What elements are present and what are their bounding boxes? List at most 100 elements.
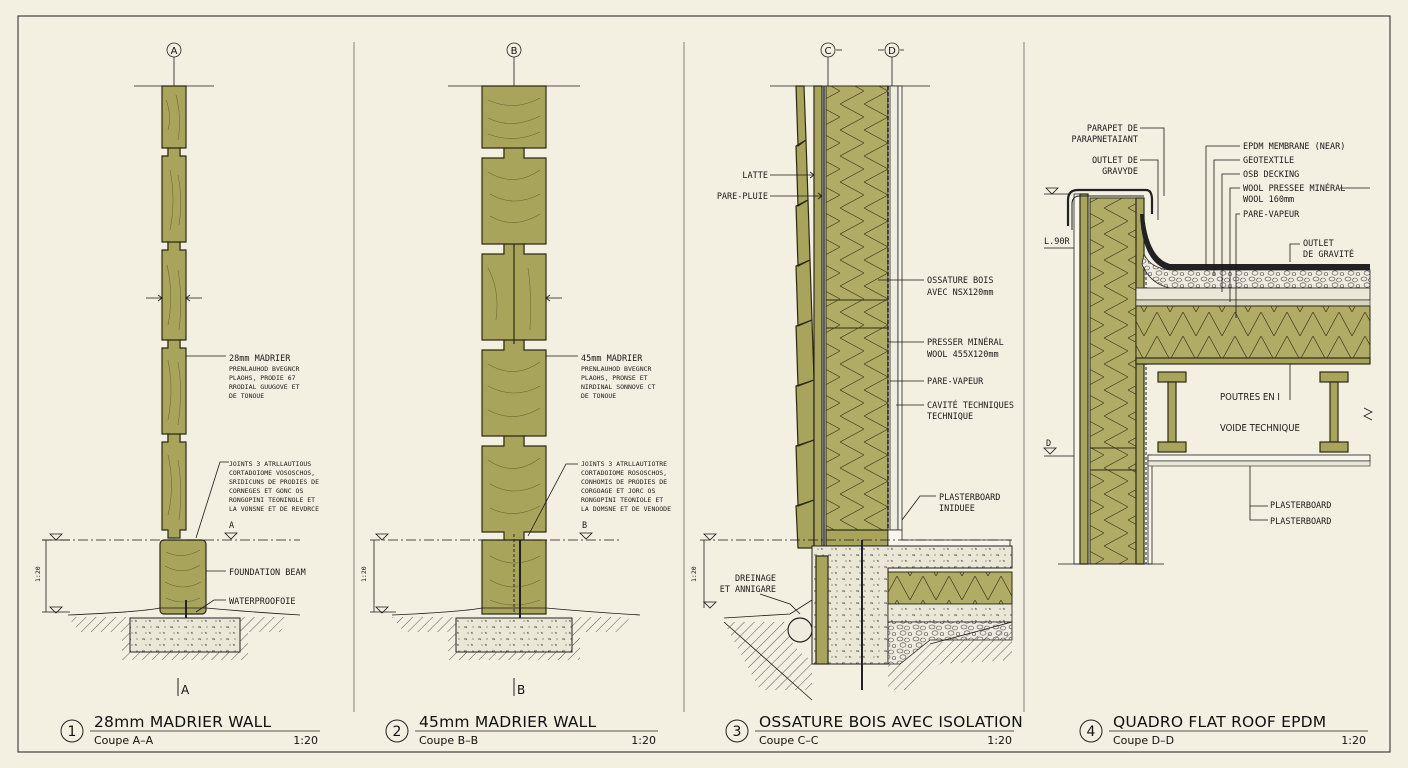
detail-1-28mm-madrier-wall: A 1:20 A A 28mm MADRIER PRENLAUHOD [34,42,320,747]
note-waterproof: WATERPROOFOIE [229,597,296,607]
drawing-label: C [825,46,832,57]
cladding-boards [795,85,815,549]
drawing-label: PLAOHS, PRODIE 67 [229,374,296,382]
batten [813,85,823,557]
drawing-label: SRIDICUNS DE PRODIES DE [229,478,319,486]
i-joist [1319,371,1349,453]
drawing-label: DREINAGE [735,574,776,584]
drawing-label: DE TONOUE [229,392,264,400]
note-epdm: EPDM MEMBRANE (NEAR) [1243,142,1345,152]
drawing-label: PARAPNETAIANT [1071,135,1138,145]
drawing-label: ET ANNIGARE [720,585,776,595]
note-latte: LATTE [742,171,768,181]
epdm-membrane [1140,214,1370,270]
drawing-label: TECHNIQUE [927,412,973,422]
note-joints: JOINTS 3 ATRLLAUTIOUS [229,460,311,468]
drawing-label: PRENLAUHOD BVEGNCR [581,365,652,373]
drawing-label: B [511,46,518,57]
note-voide: VOIDE TECHNIQUE [1220,423,1300,434]
drawing-label: OSB DECKING [1243,170,1299,180]
detail-title: 28mm MADRIER WALL [94,713,272,731]
cut-label: A [229,521,234,531]
drawing-label: 1:20 [1341,734,1366,747]
ground-hatch [68,617,290,660]
note-madrier-title: 28mm MADRIER [229,354,291,364]
detail-2-45mm-madrier-wall: B 1:20 B B 45mm MADRIER PRENLAUHOD BVEGN… [360,42,671,747]
madrier-log [161,147,187,251]
roof-insulation [1135,305,1371,359]
footing [129,617,241,653]
note-madrier-title: 45mm MADRIER [581,354,643,364]
madrier-log [481,435,547,543]
note-pare-vapeur: PARE-VAPEUR [927,377,984,387]
madrier-log [161,433,187,539]
drawing-label: PRENLAUHOD BVEGNCR [229,365,300,373]
drawing-label: LA VONSNE ET DE REVDRCE [229,505,319,513]
note-pare-pluie: PARE-PLUIE [717,192,768,202]
floor-insulation [887,571,1013,605]
drawing-label: 1:20 [987,734,1012,747]
drawing-label: B [582,521,587,531]
level-scale: 1:20 [34,566,42,582]
drawing-label: OSSATURE BOIS [927,276,994,286]
drawing-label: 4 [1087,724,1096,740]
detail-4-quadro-flat-roof: L.90R D PARAPET DE PARAPNETAIANT OUTLET … [1043,124,1373,747]
drawing-label: CORTADOIOME ROSOSCHOS, [581,469,667,477]
detail-number-bubble [60,719,84,743]
parapet-flashing [1066,188,1154,226]
drawing-label: RRODIAL GUUGOVE ET [229,383,300,391]
technical-cavity [889,85,899,531]
detail-title: OSSATURE BOIS AVEC ISOLATION [759,713,1023,731]
drawing-label: PLASTERBOARD [1270,501,1331,511]
plasterboard [897,85,903,531]
drawing-label: PARE-VAPEUR [1243,210,1300,220]
drawing-label: PLAOHS, PRONSE ET [581,374,648,382]
detail-scale: 1:20 [293,734,318,747]
drawing-label: WOOL PRESSEE MINÉRAL [1243,182,1345,194]
detail-number-bubble [385,719,409,743]
mineral-wool [825,85,889,531]
madrier-log [161,339,187,443]
detail-title: 45mm MADRIER WALL [419,713,597,731]
drawing-label: A [181,683,190,697]
foundation-beam [159,539,207,615]
drawing-label: 1 [68,724,77,740]
drawing-label: OUTLET [1303,239,1334,249]
drawing-label: CAVITÉ TECHNIQUES [927,399,1014,411]
wall-insulation [1089,197,1137,565]
drawing-label: PLASTERBOARD [1270,517,1331,527]
detail-title: QUADRO FLAT ROOF EPDM [1113,713,1326,731]
note-poutres: POUTRES EN I [1220,392,1280,403]
osb-decking [1135,287,1371,301]
drawing-label: B [517,683,525,697]
drawing-label: D [888,46,896,57]
drawing-label: DE GRAVITÉ [1303,248,1354,260]
drawing-label: GEOTEXTILE [1243,156,1294,166]
drawing-label: CONHOMIS DE PRODIES DE [581,478,667,486]
drawing-label: RONGOPINI TEONIOLE ET [581,496,663,504]
plasterboard-ceiling [1147,454,1371,462]
madrier-log [161,241,187,349]
madrier-log [161,85,187,157]
drawing-label: PLASTERBOARD [939,493,1000,503]
madrier-log [481,85,547,159]
note-foundation: FOUNDATION BEAM [229,568,306,578]
drawing-label: CORNEGES ET GONC OS [229,487,303,495]
drawing-label: Coupe C–C [759,734,819,747]
drawing-label: WOOL 160mm [1243,195,1294,205]
drawing-label: OUTLET DE [1092,156,1138,166]
i-joist [1157,371,1187,453]
note-joints: JOINTS 3 ATRLLAUTIOTRE [581,460,667,468]
drawing-label: 1:20 [631,734,656,747]
drawing-label: CORTADOIOME VOSOSCHOS, [229,469,315,477]
drawing-label: D [1046,439,1051,449]
drawing-label: CORGOAGE ET JORC OS [581,487,655,495]
drawing-label: PRESSER MINÉRAL [927,336,1004,348]
drawing-label: NIRDINAL SONNOVE CT [581,383,655,391]
sheet-border [17,15,1391,753]
drawing-label: GRAVYDE [1102,167,1138,177]
drawing-label: 1:20 [690,566,698,582]
footing [455,617,573,653]
drain-pipe [787,617,813,643]
